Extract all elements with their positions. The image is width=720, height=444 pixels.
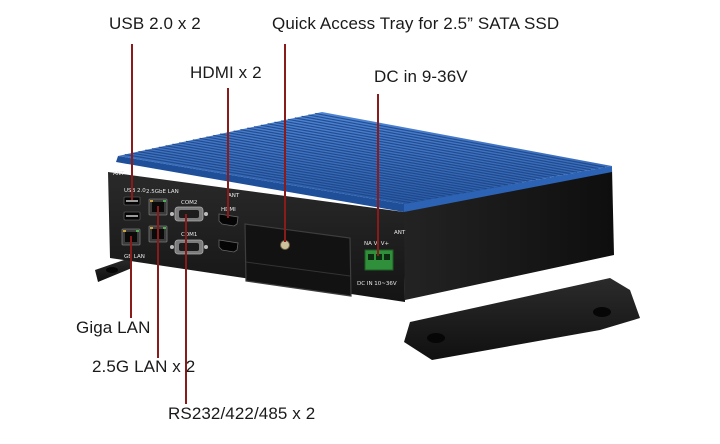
heatsink-fin (151, 148, 439, 199)
heatsink-fin (192, 139, 481, 191)
gb-lan-panel-label: GB LAN (124, 254, 145, 260)
mounting-bracket-left (95, 258, 132, 282)
heatsink-fin (301, 115, 592, 171)
lan-25g-callout: 2.5G LAN x 2 (92, 357, 196, 376)
heatsink-fin (260, 124, 550, 178)
dc-in-callout: DC in 9-36V (374, 67, 468, 86)
dc-terminal-block (364, 249, 394, 271)
com2-port (170, 206, 208, 222)
heatsink-fin (287, 118, 578, 173)
ant-label-left: ANT (113, 171, 125, 177)
serial-callout: RS232/422/485 x 2 (168, 404, 316, 423)
heatsink-fin (240, 129, 529, 182)
com2-panel-label: COM2 (181, 200, 197, 206)
heatsink-fin (213, 134, 502, 187)
usb-panel-label: USB 2.0 (124, 188, 146, 194)
heatsink-fin (158, 146, 446, 197)
heatsink-fin (124, 153, 412, 204)
heatsink-fin (247, 127, 536, 181)
ant-label-right: ANT (394, 230, 406, 236)
heatsink-fin (253, 126, 543, 180)
heatsink-fin (165, 145, 453, 196)
heatsink-fin (199, 137, 488, 190)
dc-in-panel-label: DC IN 10~36V (357, 281, 397, 287)
heatsink-fin (172, 143, 460, 195)
mounting-bracket-right (404, 278, 640, 360)
heatsink-fin (274, 121, 564, 176)
giga-lan-callout: Giga LAN (76, 318, 151, 337)
ssd-tray-callout: Quick Access Tray for 2.5” SATA SSD (272, 14, 560, 33)
heatsink-fin (206, 136, 495, 189)
hdmi-port-2 (218, 239, 239, 253)
ant-label-mid: ANT (228, 193, 240, 199)
heatsink-fin (315, 112, 606, 168)
heatsink-fin (185, 140, 474, 192)
heatsink-fin (131, 152, 418, 203)
heatsink-fins (116, 112, 612, 212)
heatsink-fin (294, 117, 585, 172)
usb-callout: USB 2.0 x 2 (109, 14, 201, 33)
ssd-tray (244, 223, 352, 297)
heatsink-fin (281, 120, 571, 175)
lan-25g-panel-label: 2.5GbE LAN (146, 189, 179, 195)
heatsink-fin (145, 149, 432, 200)
heatsink-fin (219, 133, 509, 186)
heatsink-fin (267, 123, 557, 177)
callout-leader-lines (130, 44, 379, 404)
hdmi-callout: HDMI x 2 (190, 63, 262, 82)
heatsink-fin (226, 131, 516, 185)
heatsink-fin (308, 114, 599, 170)
com1-port (170, 239, 208, 255)
usb-port-2 (123, 211, 141, 221)
hdmi-port-1 (218, 213, 239, 227)
com1-panel-label: COM1 (181, 232, 197, 238)
dc-pin-label: NA V- V+ (364, 241, 390, 247)
